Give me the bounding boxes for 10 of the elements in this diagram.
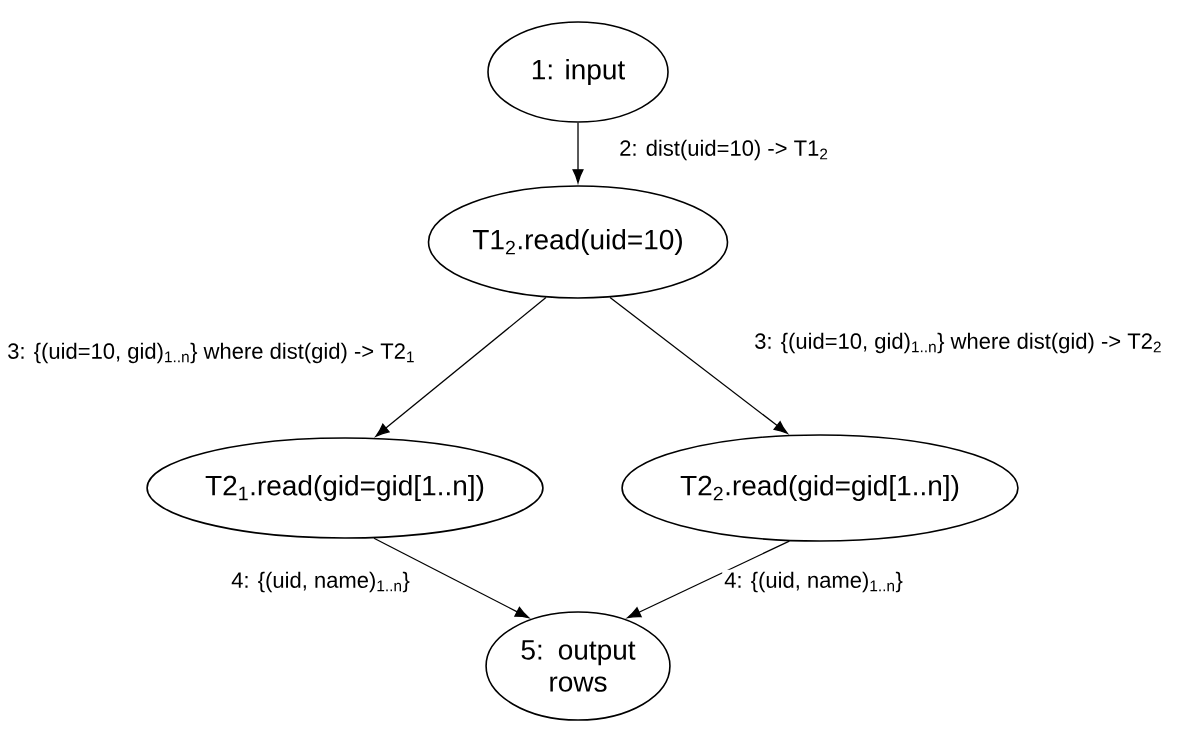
edge-label: 4: {(uid, name)$_{1..n}$} [722,569,905,595]
arrow [375,296,547,437]
edge-label: 4: {(uid, name)$_{1..n}$} [229,569,412,595]
edge-label: 2: dist(uid=10) -> T1$_{2}$ [617,137,831,163]
edge-label: 3: {(uid=10, gid)$_{1..n}$} where dist(gid) -> T2$_{2}$ [752,330,1165,356]
arrow [572,122,584,184]
edge-label: 3: {(uid=10, gid)$_{1..n}$} where dist(gid) -> T2$_{1}$ [5,340,417,366]
arrow [373,537,530,619]
arrow [626,540,790,619]
arrow [609,296,788,434]
